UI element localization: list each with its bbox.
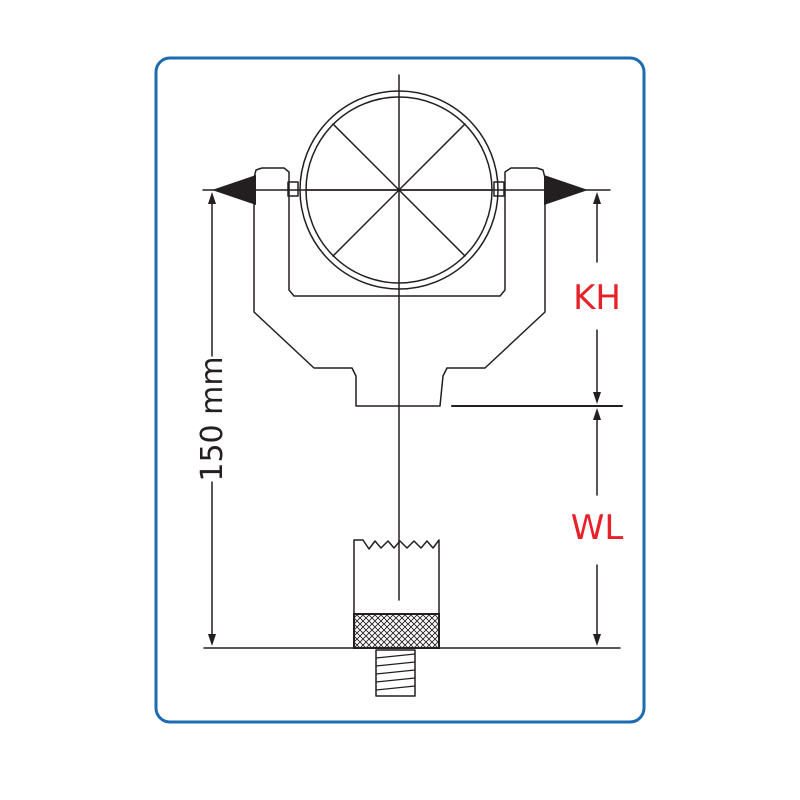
left-tip-pointer (212, 175, 256, 205)
right-hinge-pin (493, 181, 505, 197)
kh-label: KH (573, 278, 621, 318)
arrowhead (593, 408, 601, 420)
wl-label: WL (571, 508, 624, 548)
pole-stub (353, 539, 440, 615)
knurled-collar (353, 613, 440, 649)
right-tip-pointer (544, 175, 588, 205)
arrowhead (593, 392, 601, 404)
threaded-screw (375, 649, 416, 697)
arrowhead (208, 634, 216, 646)
prism-holder-bracket (253, 167, 546, 407)
arrowhead (208, 192, 216, 204)
frame-border (154, 56, 646, 724)
screw-threads (375, 653, 416, 691)
left-hinge-pin (287, 181, 299, 197)
arrowhead (593, 192, 601, 204)
arrowhead (593, 634, 601, 646)
height-label: 150 mm (195, 356, 230, 481)
